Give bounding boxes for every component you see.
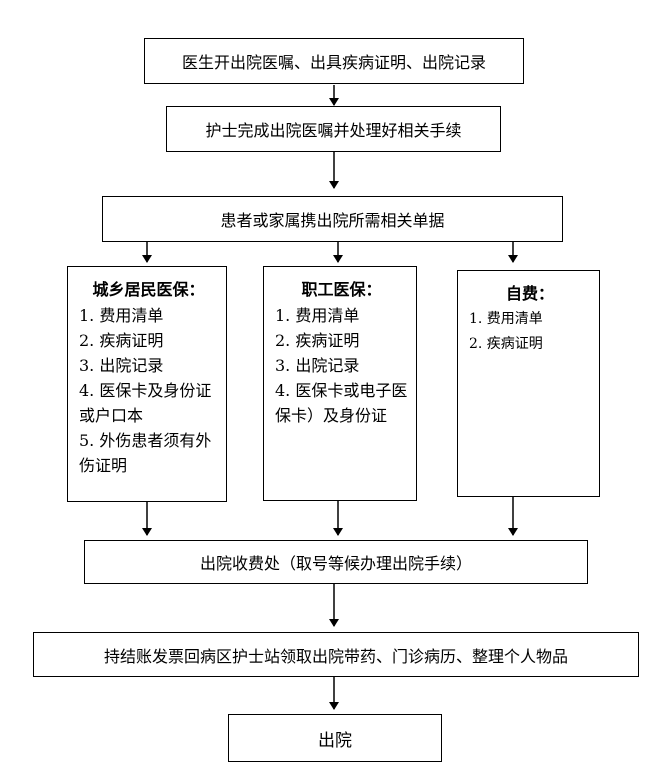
list-item: 5. 外伤患者须有外伤证明 [79, 431, 212, 475]
branch-employee-insurance-list: 1. 费用清单 2. 疾病证明 3. 出院记录 4. 医保卡或电子医保卡）及身份… [275, 303, 408, 428]
branch-self-pay: 自费： 1. 费用清单 2. 疾病证明 [457, 270, 600, 497]
step-nurse-procedures: 护士完成出院医嘱并处理好相关手续 [166, 106, 501, 152]
branch-resident-insurance: 城乡居民医保： 1. 费用清单 2. 疾病证明 3. 出院记录 4. 医保卡及身… [67, 266, 227, 502]
list-item: 1. 费用清单 [469, 311, 543, 327]
list-item: 3. 出院记录 [275, 356, 360, 375]
step-discharge-text: 出院 [318, 730, 352, 751]
step-doctor-orders: 医生开出院医嘱、出具疾病证明、出院记录 [144, 38, 524, 84]
step-doctor-orders-text: 医生开出院医嘱、出具疾病证明、出院记录 [181, 53, 486, 72]
step-bring-documents: 患者或家属携出院所需相关单据 [102, 196, 563, 242]
list-item: 1. 费用清单 [79, 306, 164, 325]
step-discharge: 出院 [228, 714, 442, 762]
step-nurse-procedures-text: 护士完成出院医嘱并处理好相关手续 [205, 121, 462, 140]
branch-self-pay-title: 自费： [505, 284, 554, 303]
list-item: 2. 疾病证明 [469, 336, 543, 352]
step-collect-medicine: 持结账发票回病区护士站领取出院带药、门诊病历、整理个人物品 [33, 632, 639, 677]
step-billing-office: 出院收费处（取号等候办理出院手续） [84, 540, 588, 584]
step-billing-office-text: 出院收费处（取号等候办理出院手续） [199, 554, 472, 573]
branch-self-pay-list: 1. 费用清单 2. 疾病证明 [469, 307, 591, 357]
branch-employee-insurance-title: 职工医保： [301, 280, 382, 299]
list-item: 2. 疾病证明 [275, 331, 360, 350]
branch-resident-insurance-list: 1. 费用清单 2. 疾病证明 3. 出院记录 4. 医保卡及身份证或户口本 5… [79, 303, 218, 478]
branch-resident-insurance-title: 城乡居民医保： [92, 280, 205, 299]
list-item: 1. 费用清单 [275, 306, 360, 325]
list-item: 4. 医保卡或电子医保卡）及身份证 [275, 381, 408, 425]
list-item: 3. 出院记录 [79, 356, 164, 375]
list-item: 4. 医保卡及身份证或户口本 [79, 381, 212, 425]
branch-employee-insurance: 职工医保： 1. 费用清单 2. 疾病证明 3. 出院记录 4. 医保卡或电子医… [263, 266, 417, 501]
step-bring-documents-text: 患者或家属携出院所需相关单据 [220, 211, 445, 230]
step-collect-medicine-text: 持结账发票回病区护士站领取出院带药、门诊病历、整理个人物品 [103, 646, 568, 666]
list-item: 2. 疾病证明 [79, 331, 164, 350]
